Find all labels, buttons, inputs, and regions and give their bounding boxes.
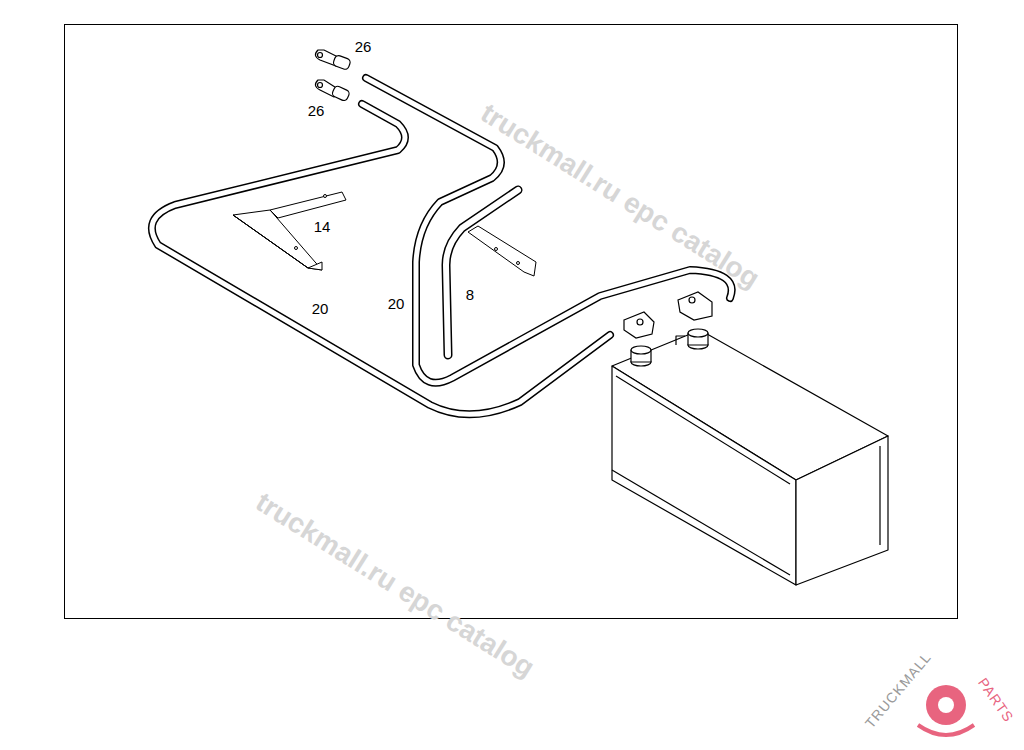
cable-lug bbox=[315, 50, 351, 102]
logo-icon bbox=[918, 685, 974, 735]
callout-number: 20 bbox=[310, 300, 331, 317]
callout-number: 26 bbox=[353, 38, 374, 55]
mounting-bracket bbox=[468, 226, 536, 276]
callout-number: 14 bbox=[312, 218, 333, 235]
terminal-clamp bbox=[624, 292, 712, 338]
callout-number: 20 bbox=[386, 295, 407, 312]
frame bbox=[65, 25, 958, 619]
watermark: truckmall.ru epc catalog bbox=[251, 488, 539, 682]
callout-number: 8 bbox=[464, 286, 476, 303]
callout-number: 26 bbox=[306, 102, 327, 119]
logo-text: TRUCKMALL bbox=[862, 650, 933, 731]
battery bbox=[612, 329, 888, 585]
watermark: truckmall.ru epc catalog bbox=[476, 99, 764, 293]
mounting-bracket bbox=[233, 192, 346, 270]
battery-cables bbox=[152, 78, 732, 414]
logo-text: PARTS bbox=[976, 675, 1016, 724]
